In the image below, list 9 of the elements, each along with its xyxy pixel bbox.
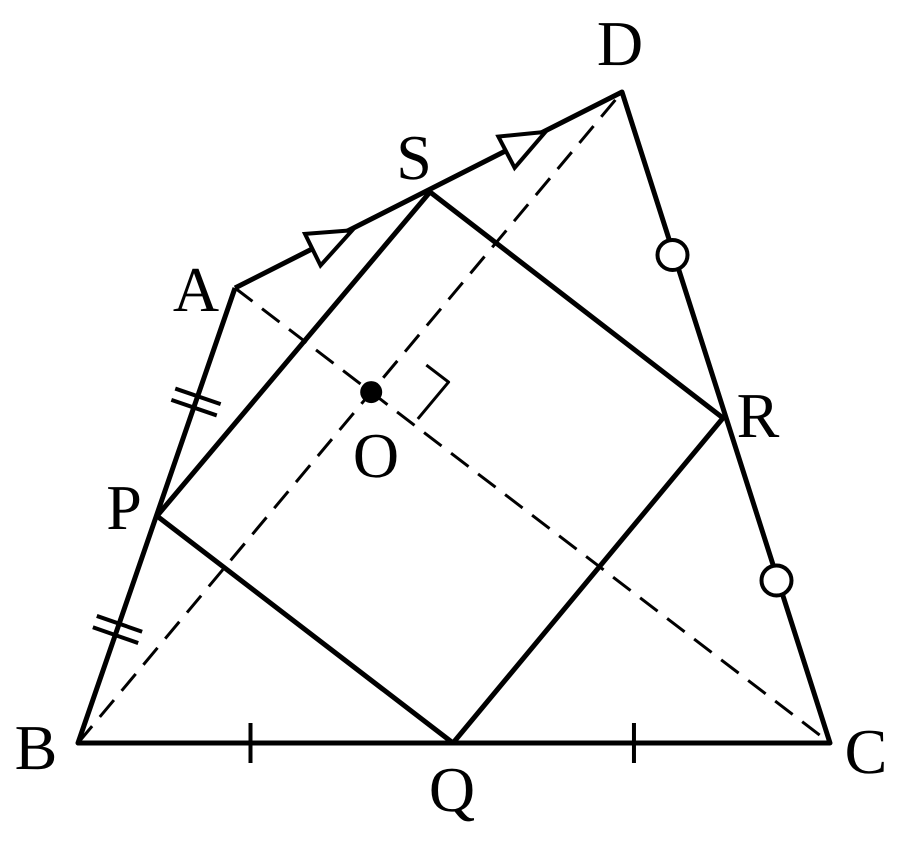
point-label: R <box>736 384 780 448</box>
point-label: S <box>396 126 432 190</box>
point-label: Q <box>428 758 476 822</box>
point-label: A <box>172 258 220 322</box>
point-label: B <box>14 716 58 780</box>
point-label: D <box>596 12 644 76</box>
point-label: O <box>352 424 400 488</box>
point-label: C <box>844 720 888 784</box>
point-label: P <box>106 476 142 540</box>
